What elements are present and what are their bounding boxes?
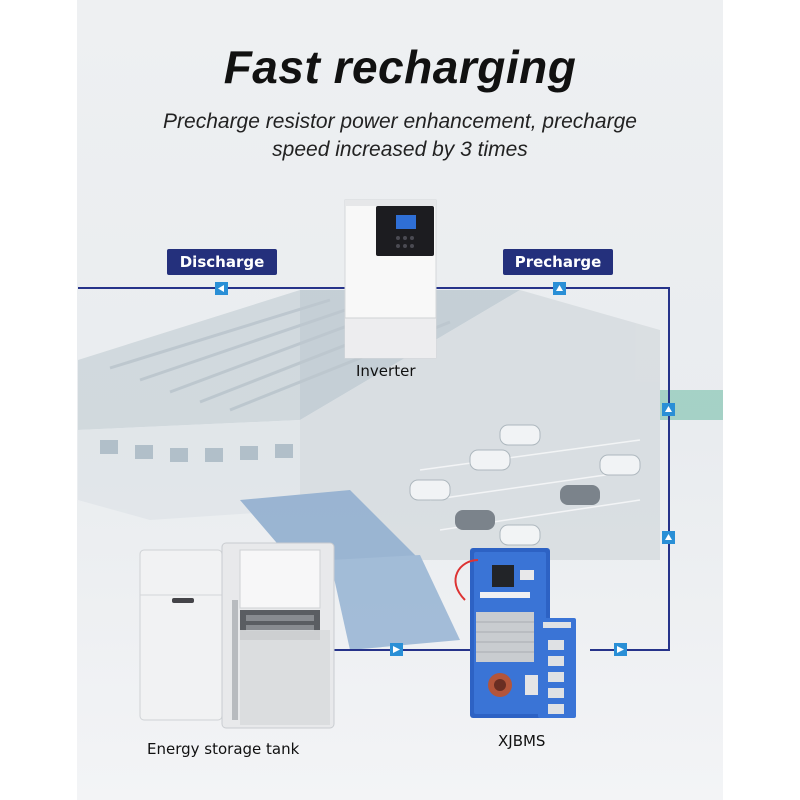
arrow-marker (215, 282, 228, 295)
inverter-label: Inverter (356, 362, 416, 380)
energy-storage-device (139, 542, 335, 729)
bms-main-board (454, 548, 550, 718)
arrow-marker (614, 643, 627, 656)
page-subtitle: Precharge resistor power enhancement, pr… (100, 108, 700, 164)
bms-side-board (538, 618, 576, 718)
inverter-device (344, 199, 437, 359)
arrow-marker (662, 531, 675, 544)
arrow-marker (390, 643, 403, 656)
subtitle-line-1: Precharge resistor power enhancement, pr… (163, 110, 637, 133)
arrow-marker (662, 403, 675, 416)
discharge-tag: Discharge (167, 249, 277, 275)
precharge-tag: Precharge (503, 249, 613, 275)
bms-label: XJBMS (498, 732, 546, 750)
storage-label: Energy storage tank (147, 740, 300, 758)
arrow-marker (553, 282, 566, 295)
subtitle-line-2: speed increased by 3 times (272, 138, 528, 161)
page-title: Fast recharging (223, 41, 577, 93)
